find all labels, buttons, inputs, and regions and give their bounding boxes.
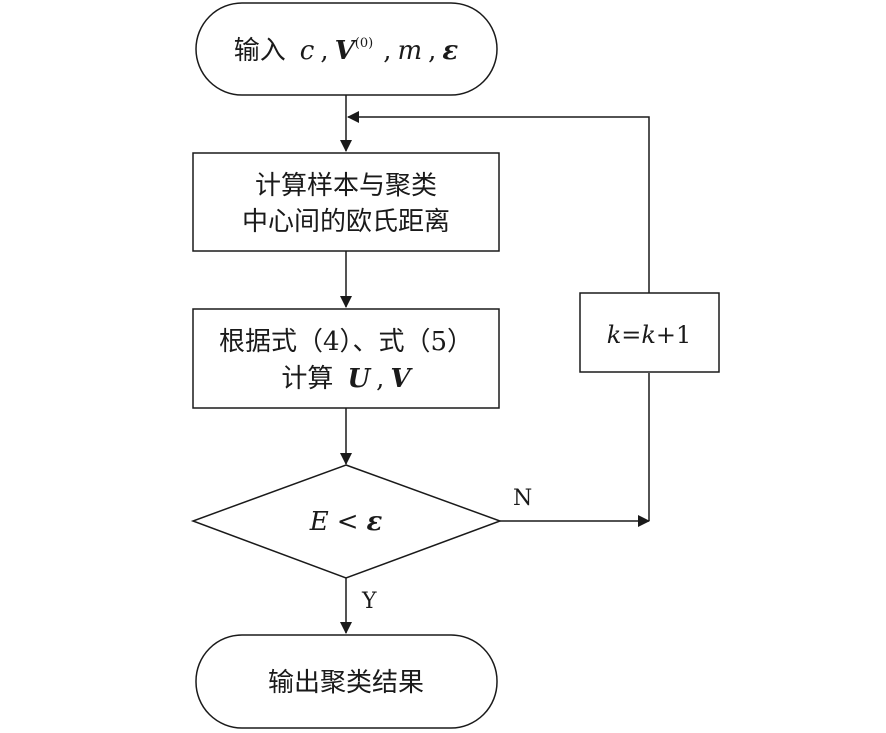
increment-label: k=k+1 <box>607 321 692 349</box>
branch-label-yes: Y <box>361 589 377 614</box>
step-compute-uv <box>192 308 500 409</box>
step2-line1: 根据式（4）、式（5） <box>219 327 473 357</box>
branch-label-no: N <box>513 486 532 511</box>
end-terminal <box>195 634 498 729</box>
end-label: 输出聚类结果 <box>268 668 424 698</box>
decision-label: E<ε <box>309 507 383 537</box>
loop-line-upper <box>347 111 650 293</box>
step1-line1: 计算样本与聚类 <box>255 171 437 201</box>
step1-line2: 中心间的欧氏距离 <box>242 207 450 237</box>
